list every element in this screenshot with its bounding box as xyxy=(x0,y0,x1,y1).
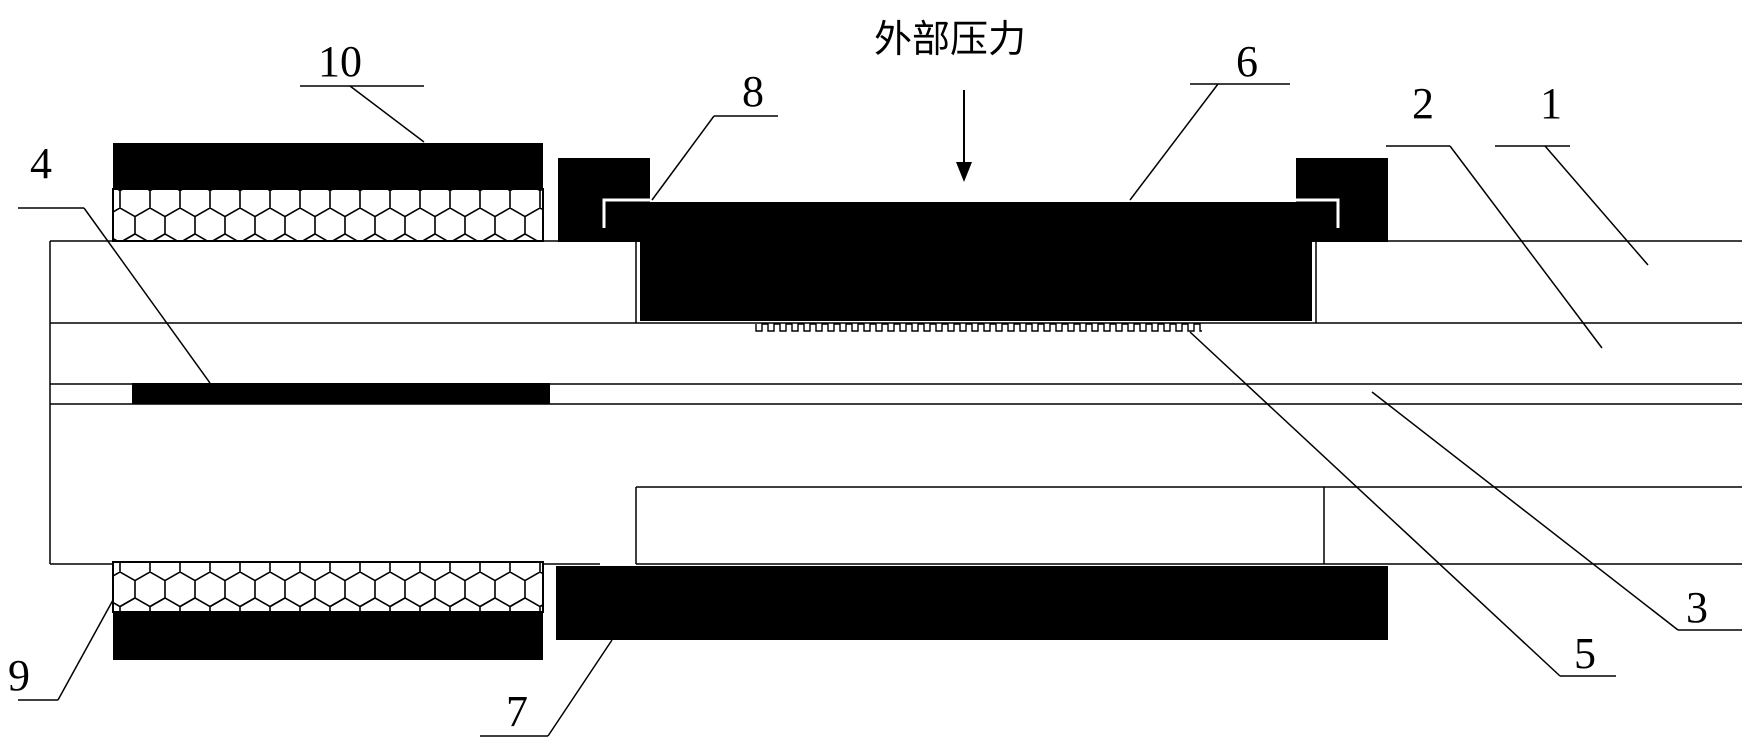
bottom-stack-9 xyxy=(113,562,543,660)
label-2: 2 xyxy=(1412,79,1434,128)
label-8: 8 xyxy=(742,67,764,116)
external-pressure-title: 外部压力 xyxy=(874,17,1026,61)
pressure-block-6 xyxy=(640,202,1312,321)
label-5: 5 xyxy=(1574,629,1596,678)
grating-5 xyxy=(756,324,1202,331)
label-4: 4 xyxy=(30,139,52,188)
label-1: 1 xyxy=(1540,79,1562,128)
strip-4 xyxy=(132,383,550,404)
label-7: 7 xyxy=(506,687,528,736)
label-10: 10 xyxy=(318,37,362,86)
label-9: 9 xyxy=(8,651,30,700)
top-stack-10 xyxy=(113,143,543,241)
bottom-block-7 xyxy=(556,566,1388,640)
label-3: 3 xyxy=(1686,583,1708,632)
pressure-arrow xyxy=(956,90,972,182)
label-6: 6 xyxy=(1236,37,1258,86)
